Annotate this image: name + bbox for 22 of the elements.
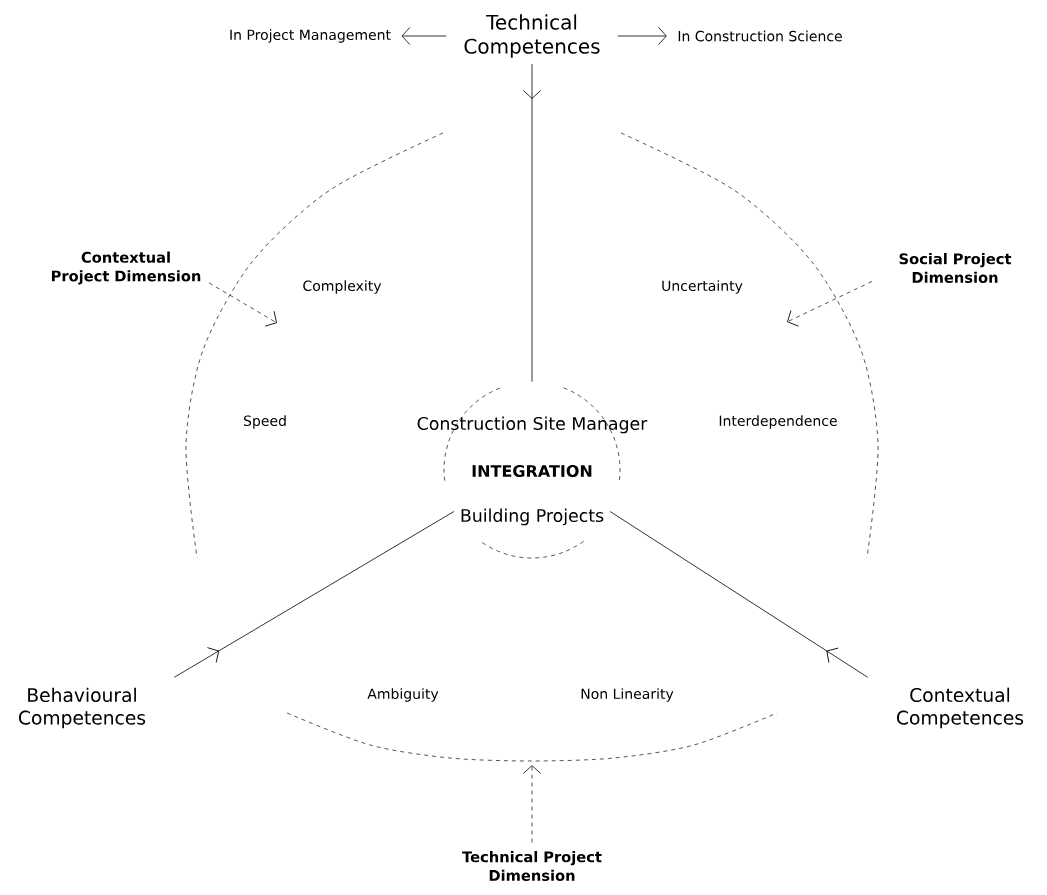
- dimension-heading: Social Project Dimension: [899, 253, 1012, 283]
- dimension-term: Non Linearity: [581, 688, 674, 702]
- branch-text: In Construction Science: [678, 30, 842, 42]
- competence-heading: Technical Competences: [464, 14, 600, 58]
- arrow: [401, 26, 447, 46]
- dimension-term: Complexity: [303, 280, 382, 294]
- hub-text: Building Projects: [461, 508, 604, 526]
- dimension-heading: Technical Project Dimension: [462, 851, 602, 881]
- branch-text: In Project Management: [230, 29, 391, 43]
- dimension-heading: Contextual Project Dimension: [51, 251, 201, 285]
- hub-text: INTEGRATION: [472, 464, 592, 478]
- hub-text: Construction Site Manager: [417, 416, 648, 434]
- competence-heading: Contextual Competences: [897, 687, 1024, 729]
- arrow: [787, 281, 873, 327]
- competence-heading: Behavioural Competences: [19, 687, 146, 729]
- dimension-term: Speed: [244, 415, 286, 429]
- dimension-term: Ambiguity: [367, 688, 439, 702]
- arrow: [617, 26, 667, 46]
- arrow: [208, 282, 277, 327]
- dimension-term: Uncertainty: [662, 280, 743, 294]
- arrow: [522, 765, 542, 843]
- dimension-term: Interdependence: [719, 415, 837, 429]
